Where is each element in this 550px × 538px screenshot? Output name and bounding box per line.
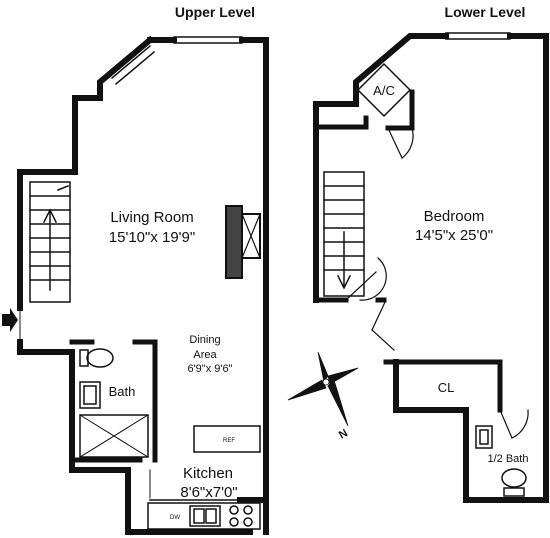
upper-level-title: Upper Level <box>175 4 255 20</box>
upper-interior-walls <box>69 339 158 463</box>
upper-stairs <box>29 181 71 303</box>
ac-label: A/C <box>373 83 395 98</box>
upper-level-plan <box>2 35 269 535</box>
lower-windows <box>445 32 511 40</box>
lower-level-title: Lower Level <box>445 4 526 20</box>
upper-windows <box>19 36 243 343</box>
living-room-dims: 15'10"x 19'9" <box>109 229 195 246</box>
fireplace <box>225 205 261 279</box>
ac-unit <box>356 62 412 118</box>
entry-arrow-icon <box>2 308 18 332</box>
dining-label-line1: Dining <box>189 334 220 346</box>
kitchen-dims: 8'6"x7'0" <box>180 484 237 501</box>
bath-fixtures <box>79 348 149 458</box>
dishwasher-label: DW <box>170 515 180 521</box>
kitchen-fixtures <box>147 425 263 530</box>
kitchen-label: Kitchen <box>183 465 233 482</box>
bath-label: Bath <box>109 384 136 399</box>
bedroom-dims: 14'5"x 25'0" <box>415 227 493 244</box>
bedroom-label: Bedroom <box>424 208 485 225</box>
half-bath-fixtures <box>475 425 527 497</box>
lower-doors <box>345 127 529 439</box>
closet-label: CL <box>438 380 455 395</box>
dining-label-line2: Area <box>193 349 217 361</box>
dining-dims: 6'9"x 9'6" <box>187 363 232 375</box>
lower-level-plan <box>313 32 549 503</box>
north-label: N <box>337 427 350 441</box>
lower-stairs <box>323 171 365 297</box>
compass-icon <box>287 351 359 427</box>
living-room-label: Living Room <box>110 209 193 226</box>
refrigerator-label: REF <box>223 438 235 444</box>
upper-outer-walls <box>17 35 269 535</box>
half-bath-label: 1/2 Bath <box>488 453 529 465</box>
lower-outer-walls <box>313 33 549 503</box>
